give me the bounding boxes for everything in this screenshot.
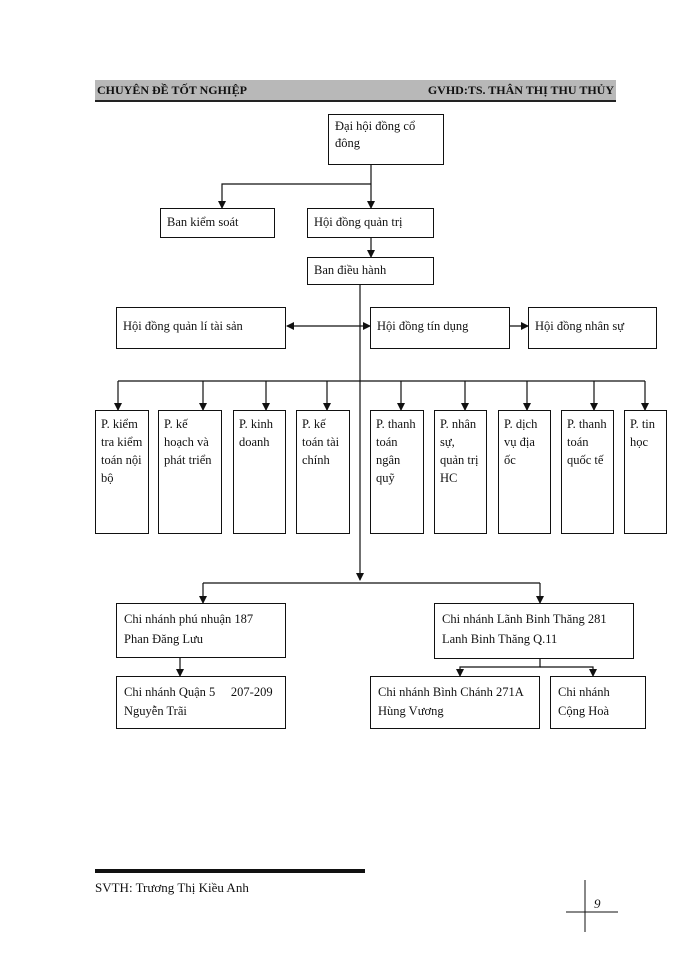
dept-thanh-toan-quoc-te: P. thanh toán quốc tế [561,410,614,534]
box-dai-hoi-dong-co-dong: Đại hội đồng cổ đông [328,114,444,165]
dept-thanh-toan-ngan-quy: P. thanh toán ngân quỹ [370,410,424,534]
footer-rule [95,869,365,873]
header-title: CHUYÊN ĐỀ TỐT NGHIỆP [97,83,247,97]
dept-dich-vu-dia-oc: P. dịch vụ địa ốc [498,410,551,534]
footer-student: SVTH: Trương Thị Kiều Anh [95,880,249,895]
dept-kiem-tra-kiem-toan: P. kiểm tra kiểm toán nội bộ [95,410,149,534]
box-cn-lanh-binh-thang: Chi nhánh Lãnh Binh Thăng 281 Lanh Binh … [434,603,634,659]
dept-kinh-doanh: P. kinh doanh [233,410,286,534]
arrow-to-ban-kiem-soat [218,183,371,209]
box-hd-nhan-su: Hội đồng nhân sự [528,307,657,349]
header-advisor: GVHD:TS. THÂN THỊ THU THỦY [427,83,614,97]
dept-tin-hoc: P. tin học [624,410,667,534]
box-ban-kiem-soat: Ban kiểm soát [160,208,275,238]
box-hd-tin-dung: Hội đồng tín dụng [370,307,510,349]
box-cn-phu-nhuan: Chi nhánh phú nhuận 187 Phan Đăng Lưu [116,603,286,658]
box-cn-binh-chanh: Chi nhánh Bình Chánh 271A Hùng Vương [370,676,540,729]
box-cn-quan-5: Chi nhánh Quận 5 207-209 Nguyễn Trãi [116,676,286,729]
box-hoi-dong-quan-tri: Hội đồng quản trị [307,208,434,238]
box-hd-quan-li-tai-san: Hội đồng quản lí tài sản [116,307,286,349]
box-ban-dieu-hanh: Ban điều hành [307,257,434,285]
box-cn-cong-hoa: Chi nhánh Cộng Hoà [550,676,646,729]
page-header: CHUYÊN ĐỀ TỐT NGHIỆP GVHD:TS. THÂN THỊ T… [95,80,616,102]
dept-ke-toan-tai-chinh: P. kế toán tài chính [296,410,350,534]
dept-nhan-su-quan-tri: P. nhân sự, quản trị HC [434,410,487,534]
page-number: 9 [594,896,601,911]
dept-ke-hoach-phat-trien: P. kế hoạch và phát triển [158,410,222,534]
